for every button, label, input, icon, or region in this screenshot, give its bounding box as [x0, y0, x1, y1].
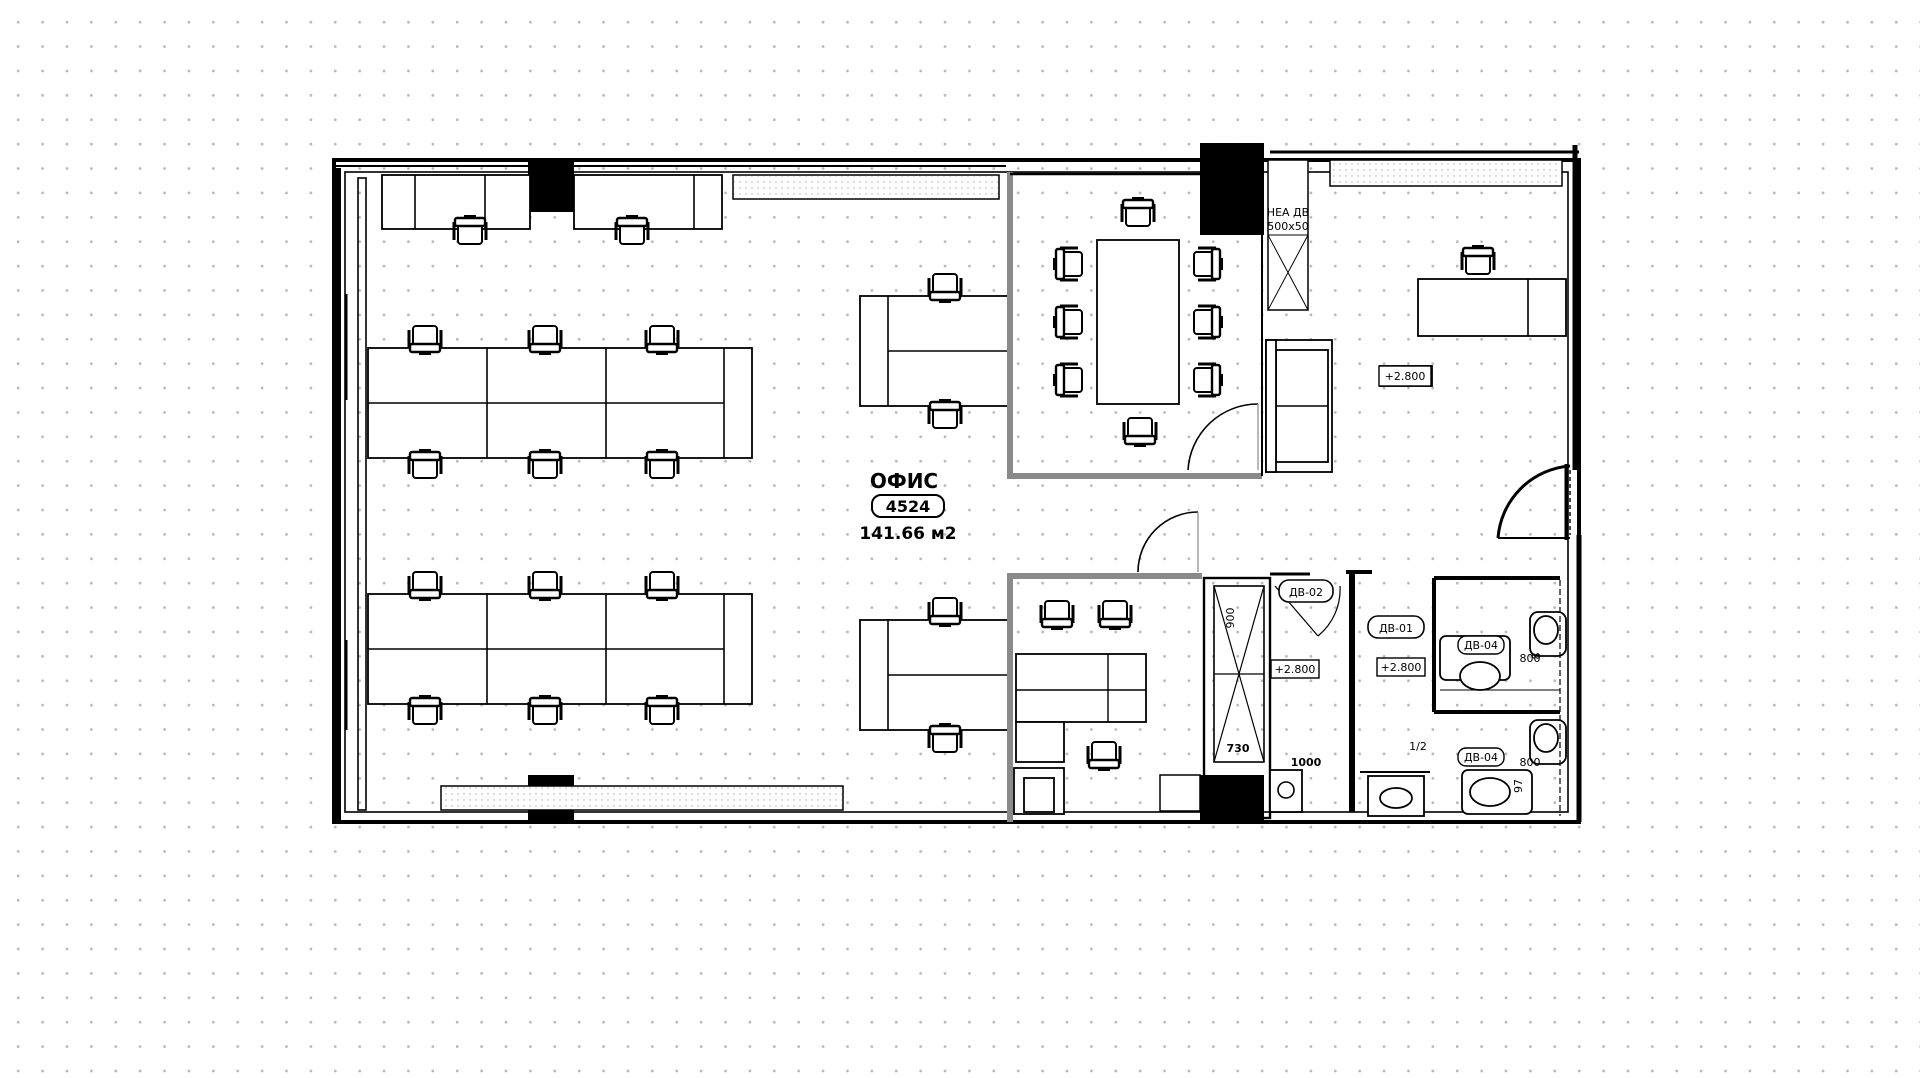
room-area: 141.66 м2 — [859, 524, 956, 544]
structural-columns — [528, 143, 1264, 822]
bathroom — [1360, 576, 1567, 817]
manager-office — [1379, 244, 1567, 387]
dimension-label: 1000 — [1291, 756, 1322, 769]
dimension-label: 97 — [1512, 779, 1525, 793]
dimension-label: 1/2 — [1409, 740, 1427, 753]
door-tag: ДВ-04 — [1464, 639, 1498, 652]
dimension-label: 800 — [1520, 756, 1541, 769]
dimension-label: 800 — [1520, 652, 1541, 665]
outer-walls — [332, 145, 1582, 824]
level-marker: +2.800 — [1275, 663, 1316, 676]
utility-block — [1202, 570, 1372, 820]
door-tag: ДВ-01 — [1379, 622, 1413, 635]
level-marker: +2.800 — [1385, 370, 1426, 383]
window-strips — [440, 159, 1563, 812]
entrance-door — [1496, 464, 1571, 540]
room-name: ОФИС — [870, 469, 938, 493]
room-label: ОФИС 4524 141.66 м2 — [859, 469, 956, 544]
dimension-labels: 900 730 1000 1/2 800 800 97 8 НЕА ДВ 500… — [1224, 206, 1543, 793]
level-marker: +2.800 — [1381, 661, 1422, 674]
small-office — [1007, 511, 1202, 822]
door-tag: ДВ-04 — [1464, 751, 1498, 764]
door-tag: ДВ-02 — [1289, 586, 1323, 599]
sofa — [1265, 339, 1333, 473]
room-number: 4524 — [886, 497, 931, 516]
dimension-label: 8 — [1530, 653, 1543, 660]
meeting-room — [1007, 172, 1263, 479]
level-markers: +2.800 +2.800 +2.800 — [1270, 365, 1432, 679]
workstation-cluster-top — [367, 324, 753, 480]
top-desks — [381, 174, 723, 246]
dimension-label: 730 — [1227, 742, 1250, 755]
dimension-label: 900 — [1224, 608, 1237, 629]
door-tags: ДВ-02 ДВ-01 ДВ-04 ДВ-04 — [1278, 579, 1505, 767]
cabinet-note: НЕА ДВ — [1267, 206, 1309, 219]
workstation-cluster-bottom — [367, 570, 753, 726]
cabinet-note: 500x50 — [1267, 220, 1309, 233]
